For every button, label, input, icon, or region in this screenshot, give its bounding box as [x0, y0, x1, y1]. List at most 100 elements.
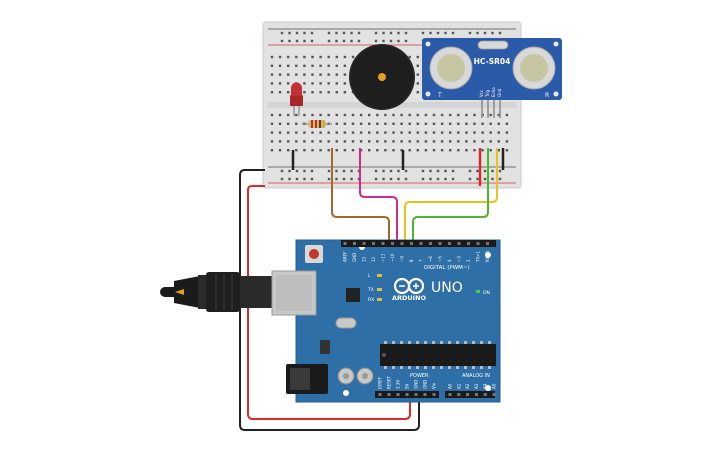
resistor[interactable] — [302, 120, 332, 128]
header-pin[interactable] — [432, 393, 436, 396]
header-pin[interactable] — [400, 242, 404, 245]
breadboard-hole — [408, 122, 411, 125]
rail-hole — [421, 169, 425, 173]
breadboard-hole — [319, 73, 322, 76]
chip-leg — [440, 366, 443, 369]
header-pin[interactable] — [483, 393, 487, 396]
header-pin[interactable] — [438, 242, 442, 245]
header-pin[interactable] — [378, 393, 382, 396]
chip-leg — [488, 366, 491, 369]
sensor-mount-hole-3 — [425, 91, 431, 97]
breadboard-hole — [376, 149, 379, 152]
rail-hole — [382, 169, 385, 173]
resistor-band-4 — [323, 120, 325, 128]
breadboard-hole — [457, 140, 460, 143]
usb-cable[interactable] — [160, 272, 272, 312]
header-pin[interactable] — [457, 393, 461, 396]
breadboard-hole — [351, 149, 355, 152]
header-pin[interactable] — [372, 242, 375, 245]
breadboard-hole — [278, 122, 282, 125]
header-pin[interactable] — [419, 242, 423, 245]
header-pin[interactable] — [381, 242, 385, 245]
pin-label: A3 — [474, 383, 479, 389]
breadboard-hole — [432, 131, 436, 134]
breadboard-hole — [303, 131, 306, 134]
breadboard-hole — [359, 140, 363, 143]
breadboard-hole — [295, 131, 298, 134]
piezo-buzzer[interactable] — [349, 44, 415, 110]
wire-echo[interactable] — [412, 148, 489, 248]
breadboard-hole — [408, 149, 411, 152]
header-pin[interactable] — [353, 242, 356, 245]
header-pin[interactable] — [476, 242, 480, 245]
header-pin[interactable] — [467, 242, 470, 245]
wire-trig[interactable] — [404, 148, 498, 248]
breadboard-hole — [270, 55, 274, 59]
header-pin[interactable] — [414, 393, 418, 396]
breadboard-hole — [424, 140, 428, 143]
red-led[interactable] — [290, 82, 303, 117]
breadboard-hole — [270, 113, 274, 117]
breadboard-hole — [497, 149, 500, 152]
rail-hole — [451, 169, 455, 173]
breadboard-hole — [335, 113, 338, 117]
header-pin[interactable] — [343, 242, 347, 245]
buzzer-hole — [378, 73, 386, 81]
wire-led[interactable] — [331, 148, 390, 248]
breadboard-hole — [295, 122, 298, 125]
header-pin[interactable] — [405, 393, 409, 396]
breadboard-hole — [505, 113, 509, 117]
header-pin[interactable] — [429, 242, 432, 245]
chip-notch — [382, 353, 386, 357]
digital-header[interactable] — [341, 240, 496, 247]
breadboard-hole — [376, 122, 379, 125]
header-pin[interactable] — [362, 242, 366, 245]
header-pin[interactable] — [486, 242, 489, 245]
header-pin[interactable] — [423, 393, 427, 396]
bottom-rail-holes — [280, 169, 502, 181]
rail-hole — [374, 39, 378, 43]
header-pin[interactable] — [396, 393, 400, 396]
sensor-pin-label: Echo — [491, 87, 496, 97]
header-pin[interactable] — [492, 393, 496, 396]
usb-strain-relief — [174, 276, 200, 308]
breadboard-hole — [303, 82, 306, 85]
rail-hole — [295, 39, 299, 43]
rail-hole — [389, 31, 393, 35]
breadboard-hole — [481, 122, 484, 125]
breadboard-hole — [287, 55, 290, 59]
header-pin[interactable] — [448, 393, 452, 396]
breadboard-hole — [400, 131, 403, 134]
breadboard-hole — [384, 131, 387, 134]
breadboard-hole — [278, 131, 282, 134]
rail-hole — [303, 31, 306, 35]
breadboard-hole — [384, 113, 387, 117]
rail-hole — [483, 31, 487, 35]
header-pin[interactable] — [466, 393, 470, 396]
breadboard-hole — [440, 140, 444, 143]
header-pin[interactable] — [410, 242, 413, 245]
rail-hole — [397, 177, 400, 181]
wire-power[interactable] — [247, 185, 411, 420]
breadboard-hole — [270, 64, 274, 67]
mount-hole-3 — [485, 385, 491, 391]
header-pin[interactable] — [474, 393, 478, 396]
header-pin[interactable] — [448, 242, 451, 245]
pin-label: ~5 — [438, 256, 443, 262]
dc-jack-socket — [290, 368, 310, 390]
rail-hole — [342, 39, 346, 43]
wire-ground[interactable] — [239, 169, 420, 431]
header-pin[interactable] — [457, 242, 461, 245]
header-pin[interactable] — [391, 242, 394, 245]
wire-buzzer[interactable] — [359, 148, 398, 248]
chip-leg — [456, 341, 459, 344]
analog-header[interactable] — [445, 391, 495, 398]
breadboard-hole — [368, 131, 371, 134]
header-pin[interactable] — [387, 393, 391, 396]
reset-button[interactable] — [309, 249, 319, 259]
sensor-pin-label: Vcc — [479, 90, 484, 97]
